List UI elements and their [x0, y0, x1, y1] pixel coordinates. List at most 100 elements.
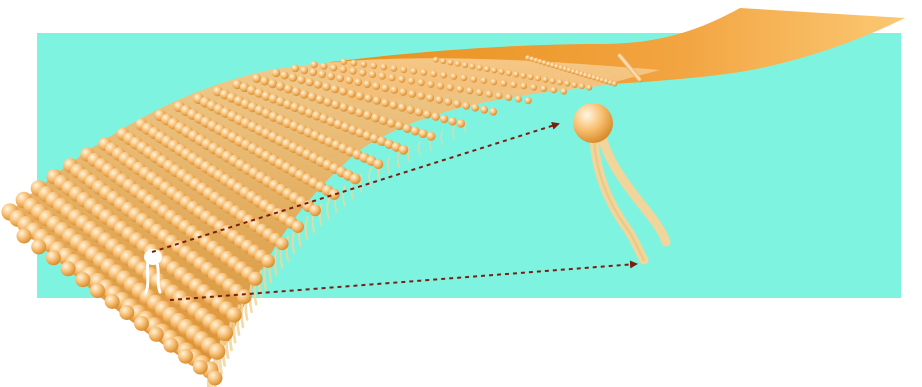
lipid-head [431, 71, 438, 78]
lipid-head [105, 294, 120, 309]
lipid-head [350, 68, 357, 75]
lipid-head [579, 83, 585, 89]
lipid-head [521, 83, 528, 90]
lipid-head [421, 69, 428, 76]
lipid-head [217, 325, 233, 341]
lipid-head [531, 84, 538, 91]
lipid-head [551, 87, 558, 94]
lipid-head [361, 61, 368, 68]
lipid-head [399, 88, 407, 96]
lipid-head [426, 94, 434, 102]
lipid-head [252, 74, 261, 83]
lipid-head [561, 88, 568, 95]
lipid-head [513, 71, 519, 77]
lipid-head [209, 343, 226, 360]
lipid-head [418, 79, 425, 86]
lipid-head [309, 68, 317, 76]
lipid-head [612, 81, 617, 86]
lipid-head [308, 92, 317, 101]
lipid-head [345, 76, 353, 84]
lipid-head [455, 61, 461, 67]
lipid-head [403, 124, 412, 133]
lipid-head [276, 82, 285, 91]
lipid-head [499, 69, 505, 75]
lipid-head [408, 90, 416, 98]
lipid-head [359, 69, 366, 76]
lipid-head [495, 92, 502, 99]
lipid-head [390, 86, 398, 94]
lipid-head [447, 84, 454, 91]
lipid-head [466, 87, 473, 94]
lipid-head [297, 76, 305, 84]
lipid-head [480, 106, 488, 114]
lipid-head [491, 79, 498, 86]
lipid-head [541, 85, 548, 92]
lipid-head [388, 74, 395, 81]
lipid-head [311, 61, 318, 68]
lipid-head [398, 103, 406, 111]
lipid-head [489, 108, 497, 116]
lipid-head [280, 71, 288, 79]
lipid-head [17, 229, 32, 244]
lipid-head [149, 327, 164, 342]
lipid-head [356, 92, 364, 100]
lipid-head [348, 90, 356, 98]
lipid-head [351, 60, 358, 67]
lipid-head [481, 77, 488, 84]
lipid-head [399, 145, 409, 155]
lipid-head [379, 116, 388, 125]
lipid-head [395, 121, 404, 130]
lipid-head [390, 101, 398, 109]
lipid-head [284, 84, 293, 93]
lipid-head [364, 94, 372, 102]
lipid-head [339, 87, 347, 95]
lipid-head [462, 62, 468, 68]
lipid-head [391, 65, 398, 72]
lipid-head [528, 74, 534, 80]
lipid-head [511, 81, 518, 88]
lipid-head [550, 78, 556, 84]
lipid-head [411, 68, 418, 75]
lipid-head [411, 127, 420, 136]
lipid-head [226, 307, 241, 322]
lipid-head [340, 66, 347, 73]
lipid-head [401, 67, 408, 74]
lipid-head [320, 63, 327, 70]
lipid-head [572, 82, 578, 88]
lipid-head [324, 98, 333, 107]
lipid-head [248, 272, 262, 286]
lipid-head [440, 58, 446, 64]
lipid-head [638, 78, 643, 83]
lipid-head [542, 77, 548, 83]
lipid-head [437, 82, 444, 89]
lipid-head [322, 83, 330, 91]
lipid-head [521, 73, 527, 79]
lipid-head [363, 111, 372, 120]
lipid-head [371, 113, 380, 122]
lipid-head [471, 76, 478, 83]
lipid-head [461, 75, 468, 82]
lipid-head [331, 85, 339, 93]
lipid-head [506, 70, 512, 76]
lipid-head [448, 117, 456, 125]
lipid-head [208, 371, 223, 386]
lipid-head [316, 95, 325, 104]
lipid-head [448, 60, 454, 66]
lipid-head [433, 57, 439, 63]
lipid-head [501, 80, 508, 87]
lipid-head [331, 100, 340, 109]
lipid-head [432, 113, 440, 121]
lipid-head [557, 79, 563, 85]
lipid-head [178, 349, 193, 364]
lipid-head [415, 108, 423, 116]
lipid-head [193, 360, 208, 375]
lipid-head [373, 159, 383, 169]
lipid-head [314, 80, 322, 88]
lipid-head [444, 98, 452, 106]
lipid-head [300, 67, 308, 75]
lipid-head [486, 91, 493, 98]
lipid-head [31, 239, 46, 254]
lipid-head [408, 77, 415, 84]
lipid-head [484, 66, 490, 72]
lipid-head [462, 102, 470, 110]
